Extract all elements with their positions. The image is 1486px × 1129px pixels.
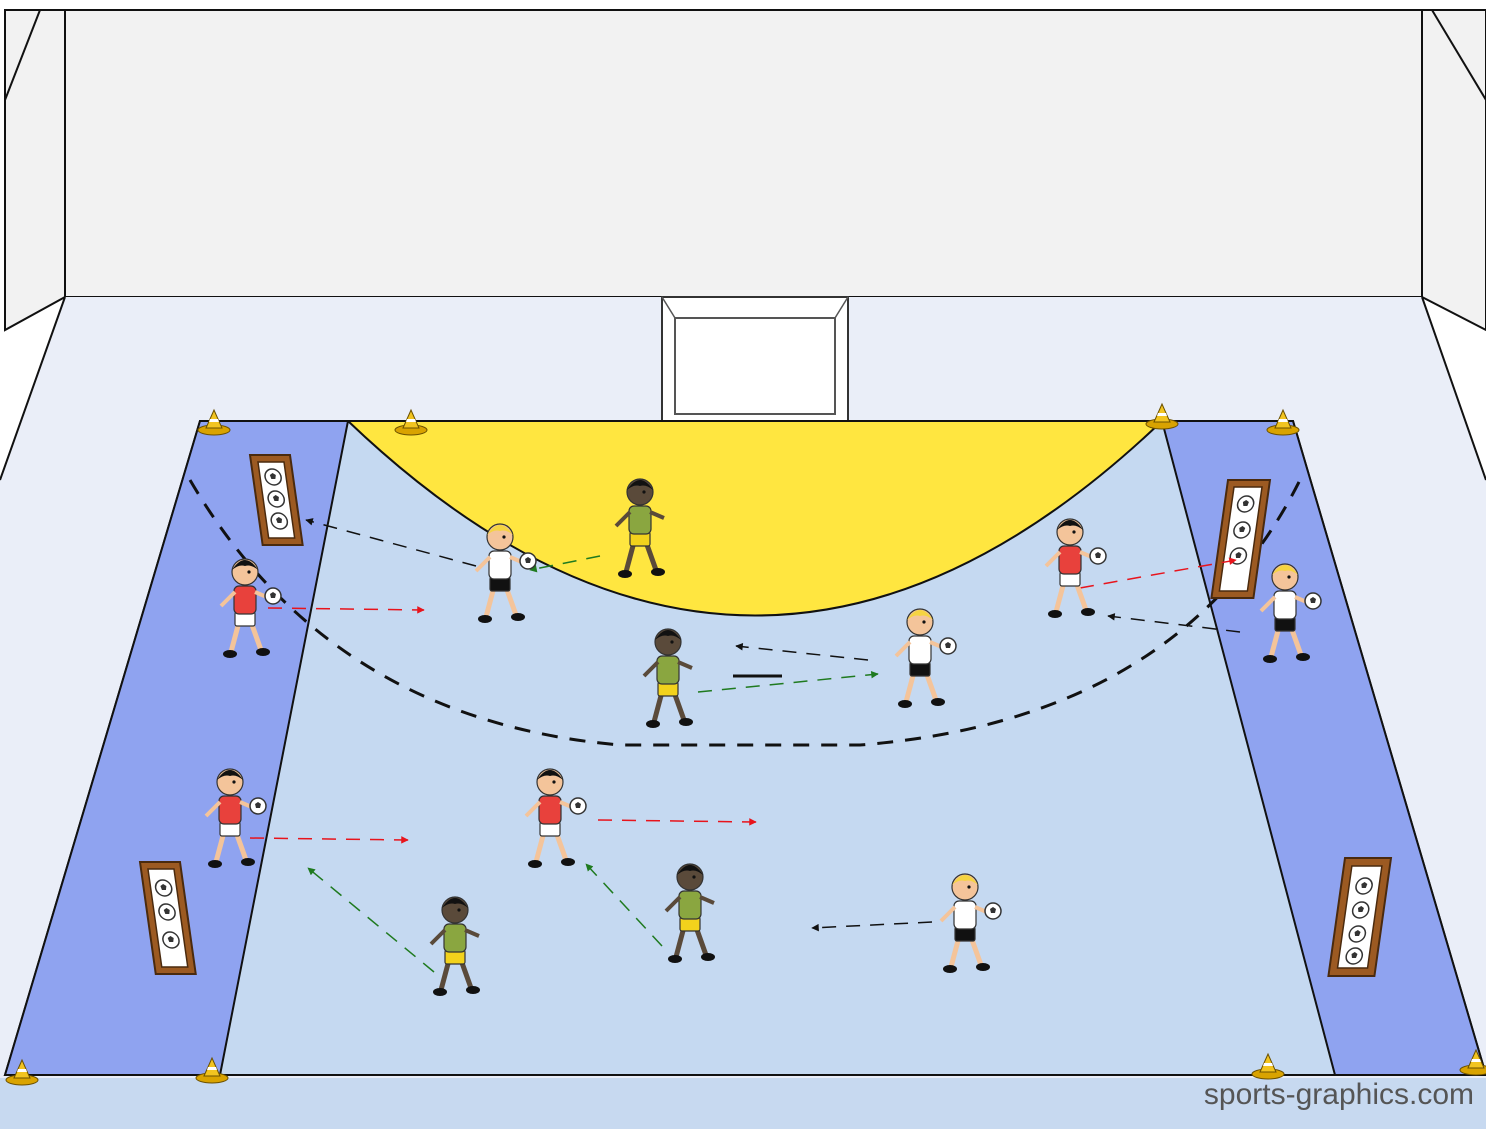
handball-icon	[1090, 548, 1106, 564]
handball-icon	[1305, 593, 1321, 609]
handball-icon	[570, 798, 586, 814]
goal-icon	[662, 297, 848, 421]
credit-text: sports-graphics.com	[1204, 1078, 1474, 1111]
handball-icon	[520, 553, 536, 569]
handball-icon	[265, 588, 281, 604]
handball-icon	[940, 638, 956, 654]
left-wall	[5, 10, 65, 330]
handball-icon	[250, 798, 266, 814]
back-wall	[65, 10, 1422, 297]
right-wall	[1422, 10, 1486, 330]
handball-icon	[985, 903, 1001, 919]
